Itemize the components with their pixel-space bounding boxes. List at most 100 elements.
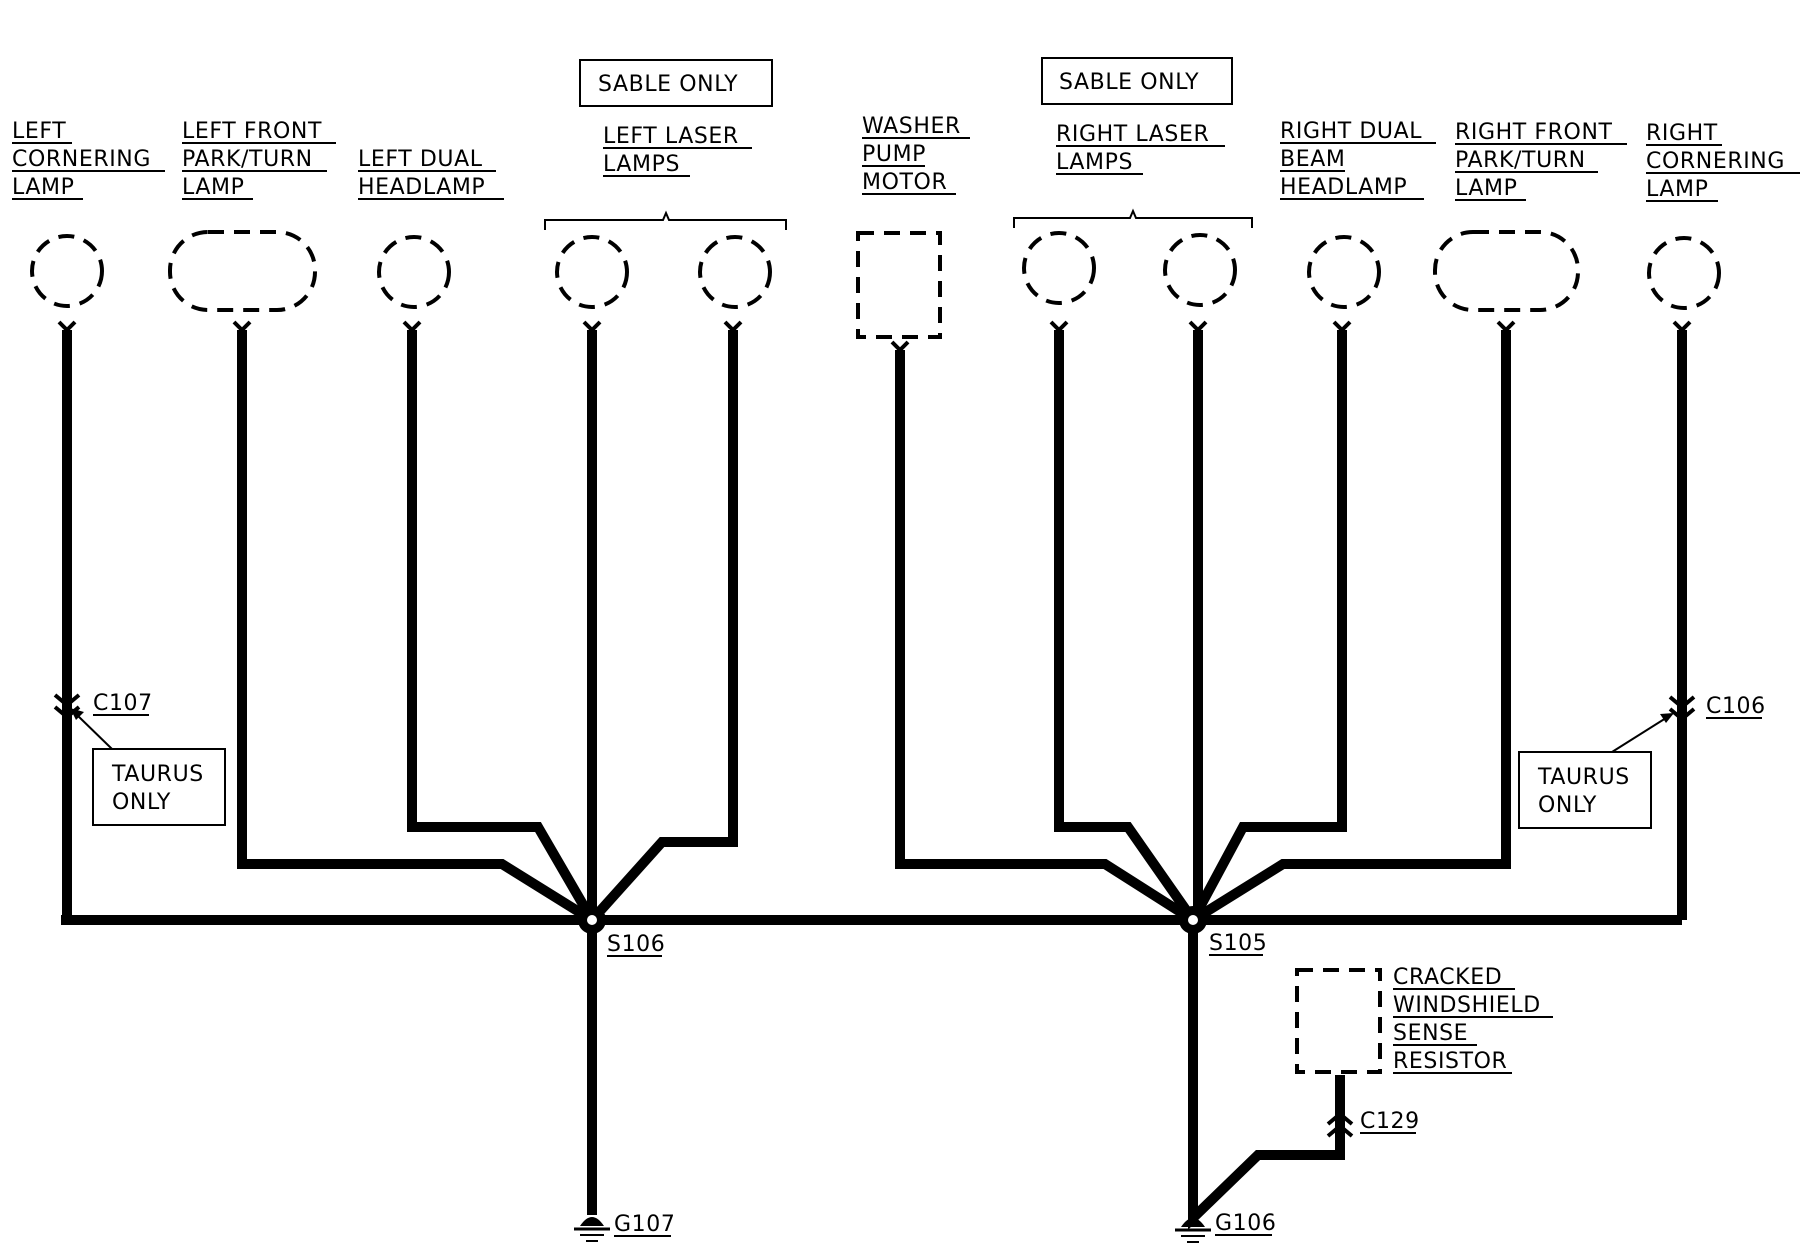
cracked-windshield-sense-resistor-symbol: [1295, 968, 1382, 1074]
svg-text:PARK/TURN: PARK/TURN: [1455, 148, 1586, 173]
g107-label: G107: [614, 1212, 675, 1237]
sable-only-left-text: SABLE ONLY: [598, 72, 738, 97]
wire-left-dual-headlamp: [407, 330, 597, 923]
wire-right-laser-1: [1054, 330, 1198, 923]
right-laser-lamp-2-symbol: [1163, 233, 1237, 307]
cracked-windshield-sense-resistor-label: CRACKED WINDSHIELD SENSE RESISTOR: [1393, 965, 1553, 1074]
taurus-left-leader: [75, 713, 113, 750]
right-cornering-lamp-label: RIGHT CORNERING LAMP: [1646, 121, 1800, 202]
svg-text:LEFT FRONT: LEFT FRONT: [182, 119, 322, 144]
wire-right-front-park-turn: [1190, 330, 1511, 925]
ground-symbols: [574, 1217, 1211, 1243]
right-front-park-turn-lamp-label: RIGHT FRONT PARK/TURN LAMP: [1455, 120, 1627, 201]
svg-text:LAMPS: LAMPS: [1056, 150, 1133, 175]
svg-text:BEAM: BEAM: [1280, 147, 1345, 172]
sable-only-right-box: [1041, 57, 1233, 105]
g106-label: G106: [1215, 1211, 1276, 1236]
svg-text:MOTOR: MOTOR: [862, 170, 947, 195]
left-laser-lamps-label: LEFT LASER LAMPS: [603, 124, 752, 177]
svg-text:PARK/TURN: PARK/TURN: [182, 147, 313, 172]
left-front-park-turn-lamp-label: LEFT FRONT PARK/TURN LAMP: [182, 119, 336, 200]
svg-text:LAMP: LAMP: [1455, 176, 1517, 201]
svg-text:RIGHT DUAL: RIGHT DUAL: [1280, 119, 1422, 144]
washer-pump-motor-label: WASHER PUMP MOTOR: [862, 114, 970, 195]
s106-splice-center: [587, 915, 597, 925]
wire-washer-pump: [895, 350, 1196, 925]
svg-text:WINDSHIELD: WINDSHIELD: [1393, 993, 1541, 1018]
taurus-only-right-box: [1518, 751, 1652, 829]
c106-label: C106: [1706, 694, 1766, 719]
wire-left-laser-2: [588, 330, 738, 924]
svg-text:RIGHT: RIGHT: [1646, 121, 1718, 146]
svg-text:LEFT LASER: LEFT LASER: [603, 124, 739, 149]
left-dual-headlamp-label: LEFT DUAL HEADLAMP: [358, 147, 504, 200]
svg-text:TAURUS: TAURUS: [111, 762, 204, 787]
svg-text:CORNERING: CORNERING: [12, 147, 151, 172]
svg-text:CORNERING: CORNERING: [1646, 149, 1785, 174]
wire-left-front-park-turn: [237, 330, 595, 925]
svg-text:G106: G106: [1215, 1211, 1276, 1236]
right-laser-lamp-1-symbol: [1022, 231, 1096, 305]
right-laser-lamps-label: RIGHT LASER LAMPS: [1056, 122, 1225, 175]
right-cornering-lamp-symbol: [1647, 236, 1721, 310]
left-laser-lamp-1-symbol: [555, 235, 629, 309]
left-cornering-lamp-symbol: [30, 234, 104, 308]
svg-text:CRACKED: CRACKED: [1393, 965, 1502, 990]
right-laser-lamps-bracket: [1013, 208, 1253, 228]
s105-splice-center: [1188, 915, 1198, 925]
taurus-only-right-text: TAURUS ONLY: [1537, 765, 1630, 818]
svg-text:RIGHT FRONT: RIGHT FRONT: [1455, 120, 1613, 145]
sable-only-left-box: [579, 59, 773, 107]
svg-text:PUMP: PUMP: [862, 142, 926, 167]
left-laser-lamps-bracket: [544, 210, 787, 230]
c129-connector-symbol: [1326, 1111, 1354, 1138]
svg-text:HEADLAMP: HEADLAMP: [358, 175, 485, 200]
taurus-left-arrowhead: [70, 708, 84, 720]
svg-text:LAMP: LAMP: [182, 175, 244, 200]
svg-text:LAMP: LAMP: [1646, 177, 1708, 202]
svg-text:LEFT DUAL: LEFT DUAL: [358, 147, 483, 172]
c107-label: C107: [93, 691, 153, 716]
left-dual-headlamp-symbol: [377, 235, 451, 309]
right-dual-beam-headlamp-symbol: [1307, 235, 1381, 309]
taurus-right-arrowhead: [1660, 713, 1674, 723]
c129-label: C129: [1360, 1109, 1420, 1134]
s106-label: S106: [607, 932, 665, 957]
note-boxes: [70, 57, 1674, 829]
taurus-right-leader: [1611, 717, 1667, 753]
g107-ground-icon: [574, 1217, 610, 1242]
left-laser-lamp-2-symbol: [698, 235, 772, 309]
svg-text:C107: C107: [93, 691, 153, 716]
labels: SABLE ONLY SABLE ONLY LEFT CORNERING LAM…: [12, 70, 1800, 1237]
s105-label: S105: [1209, 931, 1267, 956]
taurus-only-left-text: TAURUS ONLY: [111, 762, 204, 815]
svg-text:HEADLAMP: HEADLAMP: [1280, 175, 1407, 200]
left-front-park-turn-lamp-symbol: [168, 230, 317, 312]
terminal-pins: [57, 320, 1692, 353]
taurus-only-left-box: [92, 748, 226, 826]
svg-text:LAMPS: LAMPS: [603, 152, 680, 177]
right-front-park-turn-lamp-symbol: [1433, 230, 1580, 312]
splices: [578, 906, 1207, 934]
svg-text:LEFT: LEFT: [12, 119, 66, 144]
svg-text:ONLY: ONLY: [112, 790, 171, 815]
svg-text:S105: S105: [1209, 931, 1267, 956]
svg-text:G107: G107: [614, 1212, 675, 1237]
g106-ground-icon: [1175, 1218, 1211, 1243]
wire-right-dual-beam: [1188, 330, 1347, 923]
svg-text:C106: C106: [1706, 694, 1766, 719]
c106-connector-symbol: [1668, 695, 1696, 722]
wiring: [61, 330, 1687, 1230]
sable-only-right-text: SABLE ONLY: [1059, 70, 1199, 95]
svg-text:S106: S106: [607, 932, 665, 957]
svg-text:C129: C129: [1360, 1109, 1420, 1134]
left-cornering-lamp-label: LEFT CORNERING LAMP: [12, 119, 165, 200]
washer-pump-motor-symbol: [856, 231, 942, 339]
svg-text:TAURUS: TAURUS: [1537, 765, 1630, 790]
svg-text:SENSE: SENSE: [1393, 1021, 1468, 1046]
svg-text:LAMP: LAMP: [12, 175, 74, 200]
svg-text:ONLY: ONLY: [1538, 793, 1597, 818]
svg-text:RESISTOR: RESISTOR: [1393, 1049, 1507, 1074]
components: [30, 208, 1721, 1074]
